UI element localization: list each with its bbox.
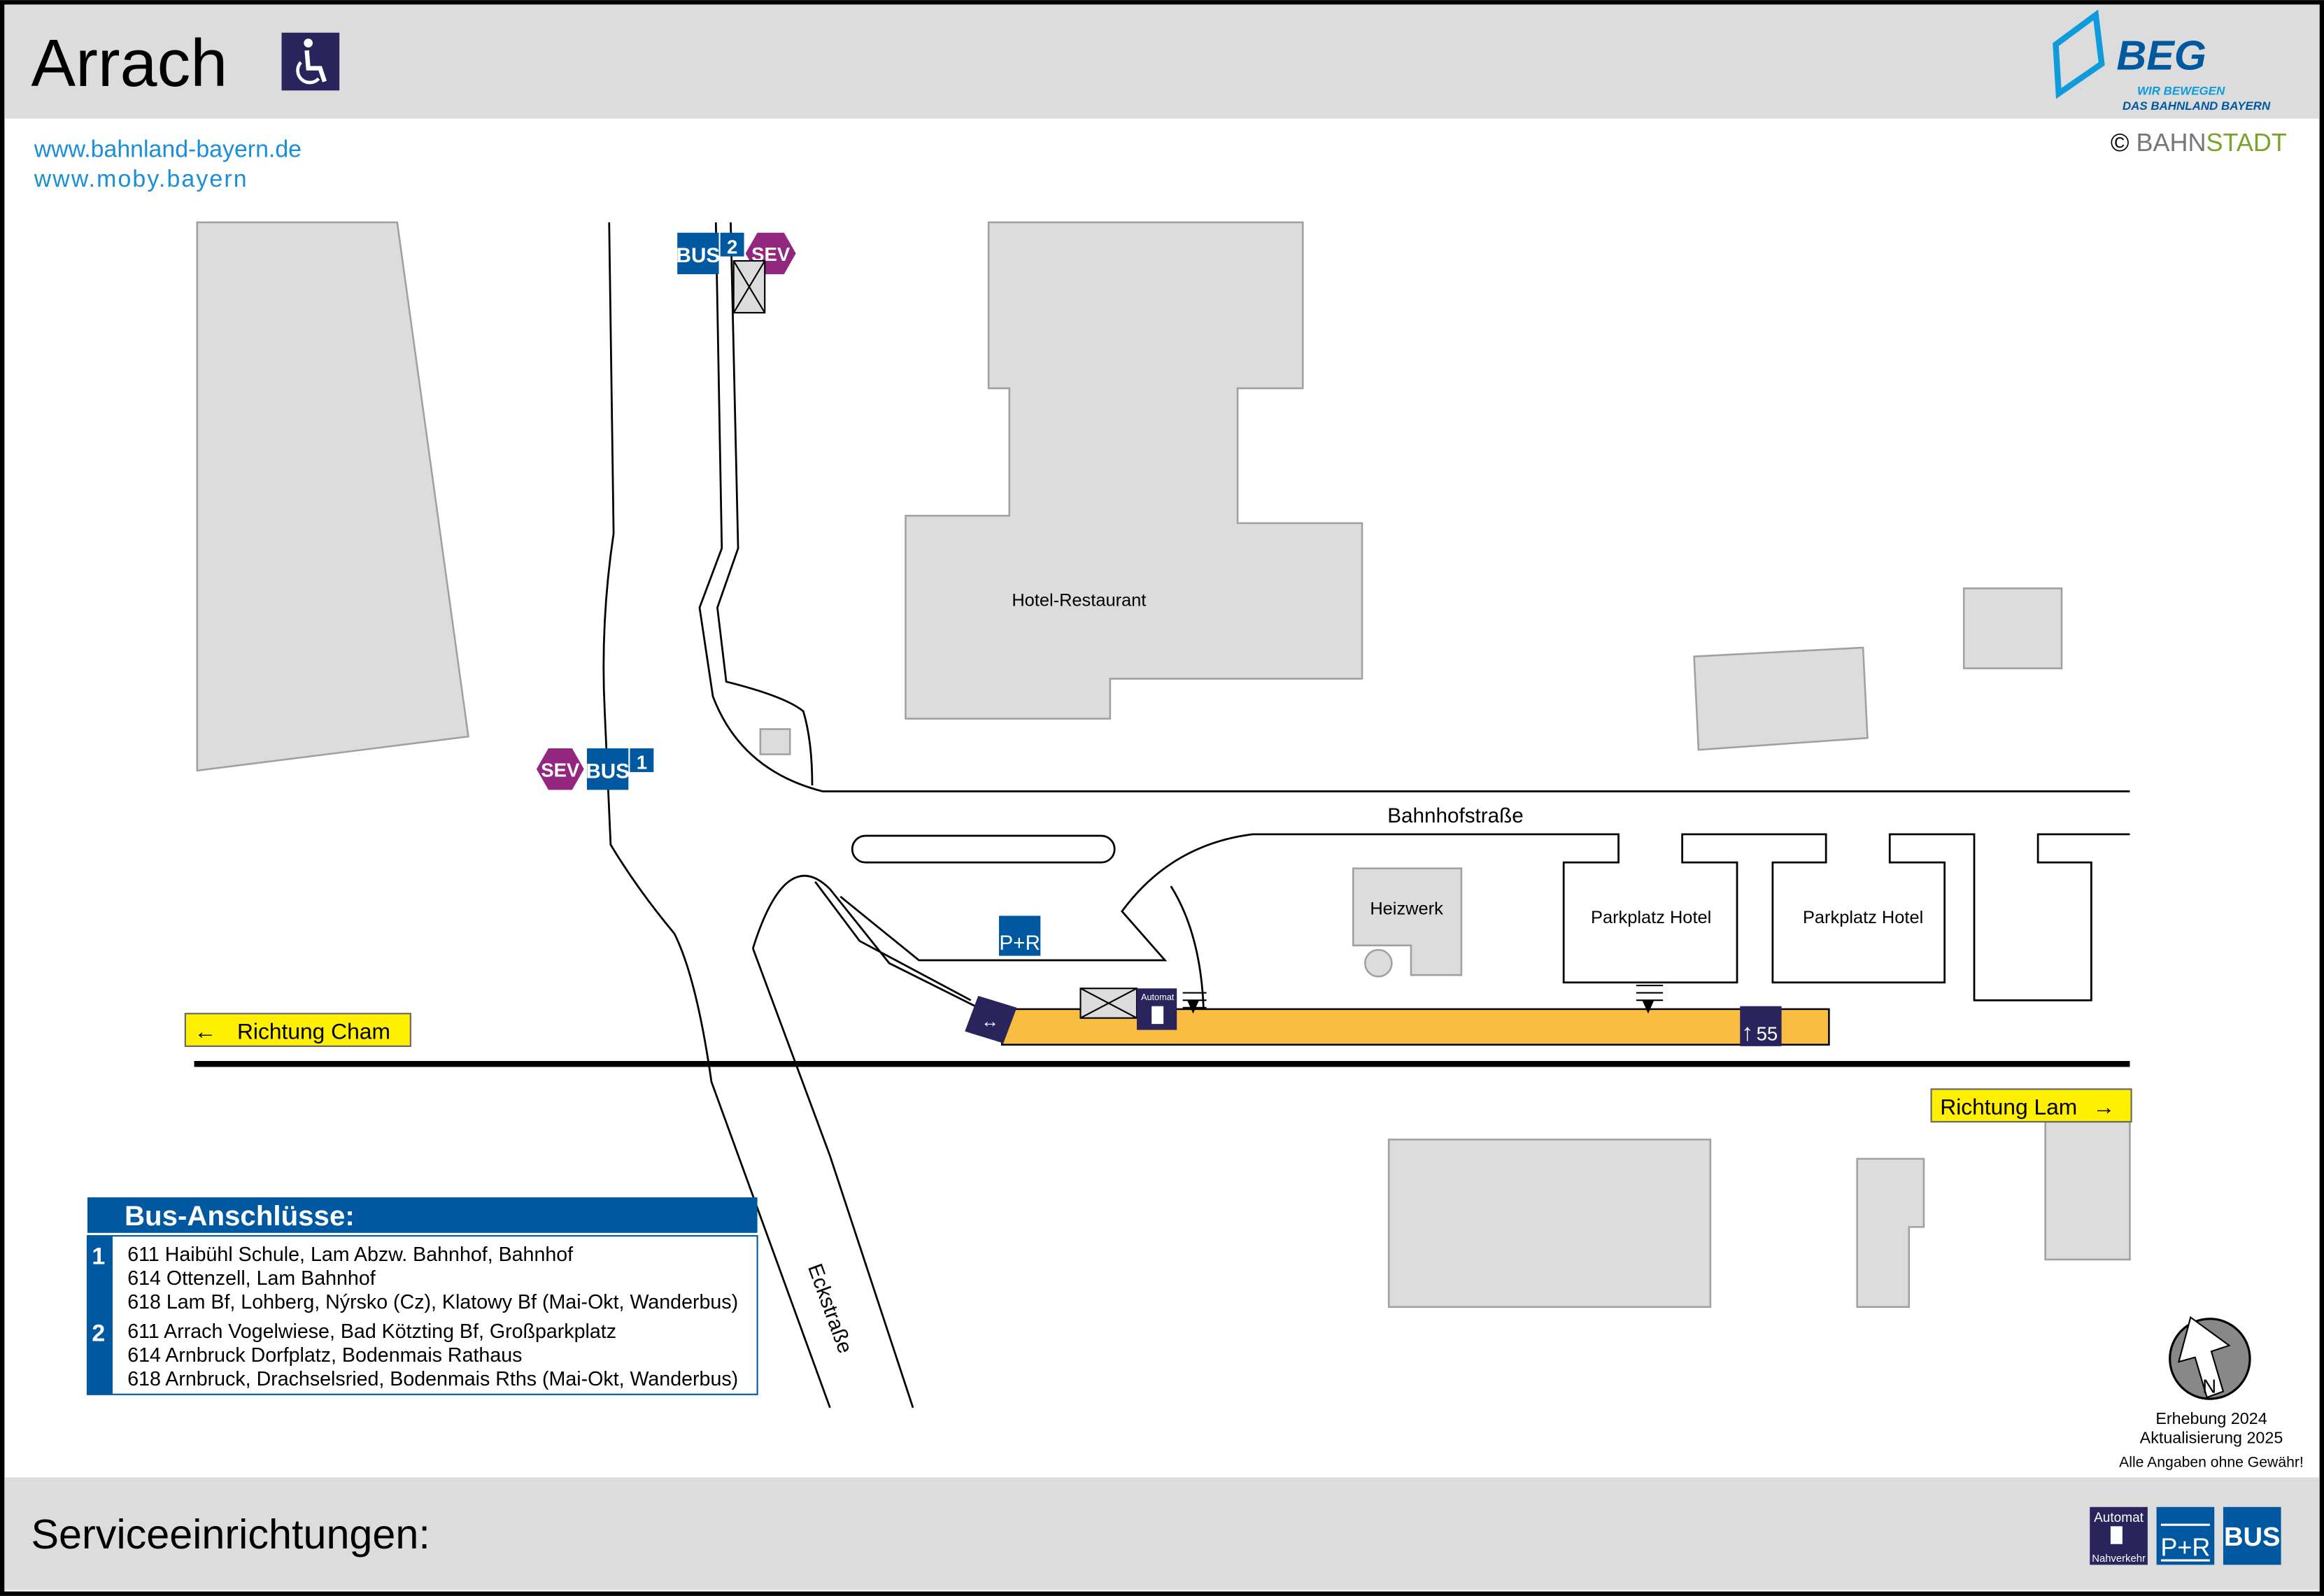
svg-text:P+R: P+R (999, 932, 1040, 955)
bus-stop-2[interactable]: BUS 2 SEV (676, 232, 796, 314)
svg-text:BUS: BUS (676, 244, 721, 267)
update-year: Aktualisierung 2025 (2140, 1429, 2283, 1447)
bus-line: 614 Ottenzell, Lam Bahnhof (127, 1267, 376, 1290)
bus-line: 618 Lam Bf, Lohberg, Nýrsko (Cz), Klatow… (127, 1291, 738, 1313)
svg-text:1: 1 (92, 1243, 105, 1269)
stairs-icon (1182, 984, 1664, 1014)
bus-stop-1[interactable]: SEV BUS 1 (536, 748, 654, 790)
buildings (196, 221, 2131, 1309)
svg-text:SEV: SEV (541, 759, 580, 781)
platform-height-icon: ↑ 55 (1740, 1006, 1782, 1046)
services-title: Serviceeinrichtungen: (31, 1511, 430, 1558)
compass-north-icon: N (2169, 1316, 2251, 1400)
direction-lam: Richtung Lam → (1930, 1088, 2132, 1123)
svg-text:BUS: BUS (2224, 1522, 2281, 1552)
hotel-building (905, 221, 1363, 720)
svg-text:←: ← (194, 1018, 217, 1043)
ticket-machine-icon: Automat Nahverkehr (2090, 1506, 2148, 1565)
bus-line: 611 Haibühl Schule, Lam Abzw. Bahnhof, B… (127, 1244, 573, 1266)
bus-line: 611 Arrach Vogelwiese, Bad Kötzting Bf, … (127, 1320, 616, 1343)
svg-text:↑: ↑ (1741, 1019, 1753, 1046)
svg-text:1: 1 (637, 752, 647, 774)
svg-text:Automat: Automat (2094, 1511, 2144, 1525)
heizwerk-building (1352, 867, 1463, 976)
wheelchair-icon (281, 32, 340, 91)
bus-line: 614 Arnbruck Dorfplatz, Bodenmais Rathau… (127, 1344, 522, 1367)
bus-connections-panel: Bus-Anschlüsse: 1 2 611 Haibühl Schule, … (86, 1197, 758, 1395)
platform-entrance-icon: ↔ (965, 995, 1017, 1043)
svg-text:P+R: P+R (2160, 1533, 2210, 1562)
svg-text:→: → (2092, 1094, 2115, 1119)
svg-text:BUS: BUS (586, 760, 630, 783)
link-moby-bayern[interactable]: www.moby.bayern (34, 166, 248, 192)
svg-text:BEG: BEG (2116, 32, 2206, 79)
svg-text:WIR BEWEGEN: WIR BEWEGEN (2137, 85, 2225, 98)
svg-text:2: 2 (92, 1320, 105, 1346)
beg-logo: BEG WIR BEWEGEN DAS BAHNLAND BAYERN (2053, 9, 2271, 113)
bahnstadt-copyright: © BAHNSTADT (2111, 128, 2287, 157)
svg-text:Automat: Automat (1141, 992, 1175, 1002)
link-bahnland-bayern[interactable]: www.bahnland-bayern.de (34, 136, 302, 163)
svg-text:DAS BAHNLAND BAYERN: DAS BAHNLAND BAYERN (2123, 99, 2271, 113)
svg-text:Nahverkehr: Nahverkehr (2092, 1553, 2146, 1565)
disclaimer: Alle Angaben ohne Gewähr! (2119, 1455, 2304, 1471)
svg-text:55: 55 (1757, 1023, 1778, 1044)
hotel-label: Hotel-Restaurant (1012, 591, 1146, 611)
header-band (4, 4, 2320, 119)
survey-year: Erhebung 2024 (2155, 1409, 2267, 1427)
svg-text:↔: ↔ (982, 1011, 999, 1031)
roads (194, 222, 2130, 1409)
bus-icon: BUS (2223, 1506, 2281, 1565)
park-and-ride-map-icon: P+R (998, 915, 1041, 956)
ticket-machine-map-icon: Automat (1136, 988, 1177, 1030)
svg-text:2: 2 (727, 236, 737, 257)
svg-text:Richtung Cham: Richtung Cham (237, 1018, 390, 1043)
heizwerk-label: Heizwerk (1370, 899, 1443, 918)
parking-hotel-1-label: Parkplatz Hotel (1591, 908, 1711, 927)
bus-connections-title: Bus-Anschlüsse: (125, 1200, 355, 1232)
bus-line: 618 Arnbruck, Drachselsried, Bodenmais R… (127, 1368, 738, 1390)
direction-cham: ← Richtung Cham (184, 1013, 411, 1047)
shelter-icon (1079, 988, 1138, 1019)
park-and-ride-icon: P+R (2156, 1506, 2215, 1565)
svg-text:N: N (2202, 1376, 2216, 1397)
svg-text:Richtung Lam: Richtung Lam (1940, 1094, 2077, 1119)
street-bahnhofstrasse: Bahnhofstraße (1387, 804, 1524, 827)
footer-band (4, 1477, 2320, 1590)
parking-hotel-2-label: Parkplatz Hotel (1803, 908, 1923, 927)
station-title: Arrach (31, 27, 227, 101)
